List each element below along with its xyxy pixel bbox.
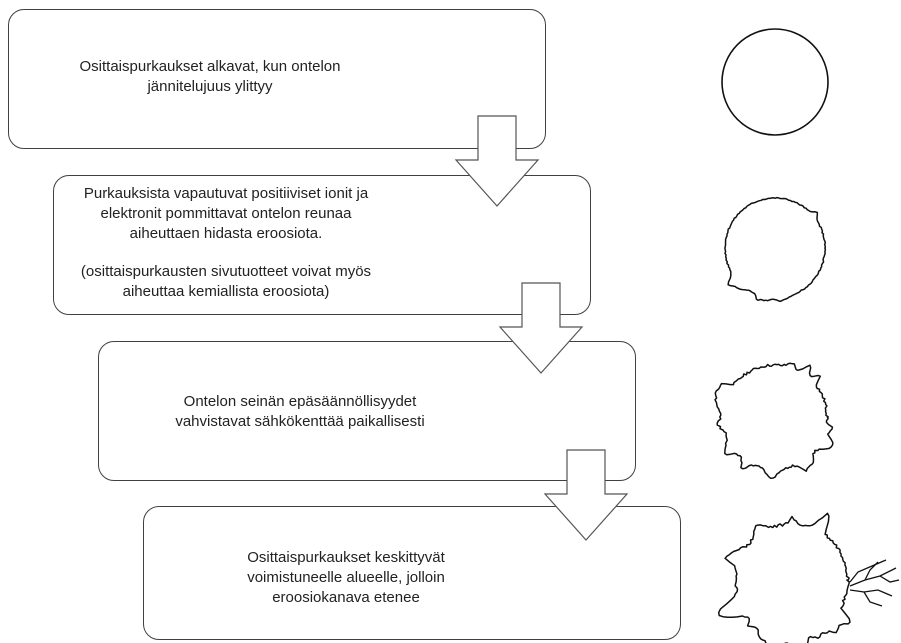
- step-1-line-1: Osittaispurkaukset alkavat, kun ontelon: [79, 58, 341, 75]
- step-3-line-2: vahvistavat sähkökenttää paikallisesti: [175, 413, 425, 430]
- erosion-channel-branches: [849, 559, 900, 607]
- slightly-eroded-cavity-icon: [724, 196, 827, 303]
- cavity-with-erosion-channel-icon: [717, 512, 900, 643]
- step-3-text: Ontelon seinän epäsäännöllisyydet vahvis…: [130, 392, 470, 432]
- step-2-note-line-1: (osittaispurkausten sivutuotteet voivat …: [80, 263, 372, 280]
- step-4-line-1: Osittaispurkaukset keskittyvät: [247, 549, 445, 566]
- step-2-note-line-2: aiheuttaa kemiallista eroosiota): [122, 283, 330, 300]
- step-2-line-1: Purkauksista vapautuvat positiiviset ion…: [83, 185, 369, 202]
- step-1-line-2: jännitelujuus ylittyy: [147, 78, 273, 95]
- step-1-text: Osittaispurkaukset alkavat, kun ontelon …: [10, 57, 410, 97]
- step-2-line-2: elektronit pommittavat ontelon reunaa: [100, 205, 352, 222]
- step-2-note: (osittaispurkausten sivutuotteet voivat …: [58, 262, 394, 302]
- step-2-line-3: aiheuttaen hidasta eroosiota.: [129, 225, 323, 242]
- step-4-line-3: eroosiokanava etenee: [272, 589, 420, 606]
- step-2-text: Purkauksista vapautuvat positiiviset ion…: [58, 184, 394, 244]
- smooth-cavity-icon: [721, 28, 829, 136]
- irregular-cavity-icon: [714, 362, 834, 480]
- step-3-line-1: Ontelon seinän epäsäännöllisyydet: [183, 393, 417, 410]
- step-4-text: Osittaispurkaukset keskittyvät voimistun…: [216, 548, 476, 608]
- step-4-line-2: voimistuneelle alueelle, jolloin: [247, 569, 445, 586]
